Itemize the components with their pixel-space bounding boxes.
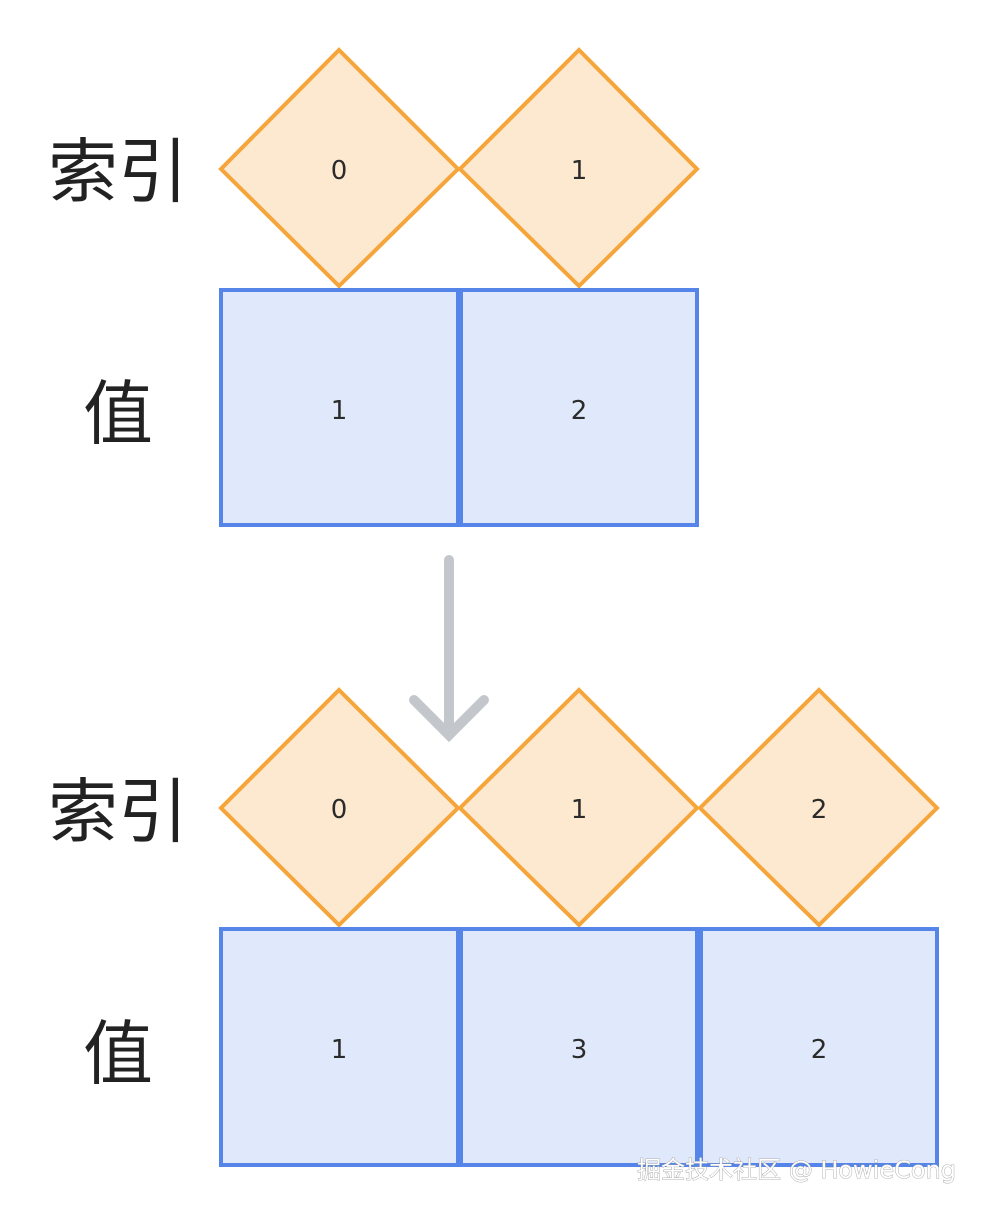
value-box xyxy=(699,927,939,1167)
value-cell-text: 1 xyxy=(331,396,348,426)
index-cell: 0 xyxy=(218,687,461,928)
value-cell-text: 2 xyxy=(571,396,588,426)
before-index-label: 索引 xyxy=(48,131,188,213)
value-box xyxy=(459,927,699,1167)
value-cell-text: 1 xyxy=(331,1035,348,1065)
index-cell-text: 0 xyxy=(331,156,348,186)
index-diamond xyxy=(697,687,940,928)
index-cell-text: 1 xyxy=(571,156,588,186)
after-index-row: 索引 0 1 2 xyxy=(48,687,940,928)
watermark: 掘金技术社区 @ HowieCong xyxy=(637,1156,956,1184)
after-index-label: 索引 xyxy=(48,771,188,853)
value-box xyxy=(459,288,699,527)
index-cell-text: 1 xyxy=(571,795,588,825)
before-value-label: 值 xyxy=(83,373,153,455)
index-cell-text: 2 xyxy=(811,795,828,825)
index-diamond xyxy=(218,47,461,289)
value-cell: 3 xyxy=(459,927,699,1167)
after-value-row: 值 1 3 2 xyxy=(83,927,939,1167)
arrow-down-icon xyxy=(409,555,489,743)
index-cell: 1 xyxy=(457,687,700,928)
index-diamond xyxy=(218,687,461,928)
value-cell: 1 xyxy=(219,288,460,527)
value-box xyxy=(219,927,460,1167)
value-cell: 1 xyxy=(219,927,460,1167)
index-cell: 1 xyxy=(457,47,700,289)
index-cell: 0 xyxy=(218,47,461,289)
index-cell: 2 xyxy=(697,687,940,928)
value-box xyxy=(219,288,460,527)
before-index-row: 索引 0 1 xyxy=(48,47,700,289)
value-cell-text: 2 xyxy=(811,1035,828,1065)
index-diamond xyxy=(457,687,700,928)
value-cell: 2 xyxy=(459,288,699,527)
before-value-row: 值 1 2 xyxy=(83,288,699,527)
value-cell: 2 xyxy=(699,927,939,1167)
index-diamond xyxy=(457,47,700,289)
value-cell-text: 3 xyxy=(571,1035,588,1065)
index-cell-text: 0 xyxy=(331,795,348,825)
after-value-label: 值 xyxy=(83,1013,153,1095)
